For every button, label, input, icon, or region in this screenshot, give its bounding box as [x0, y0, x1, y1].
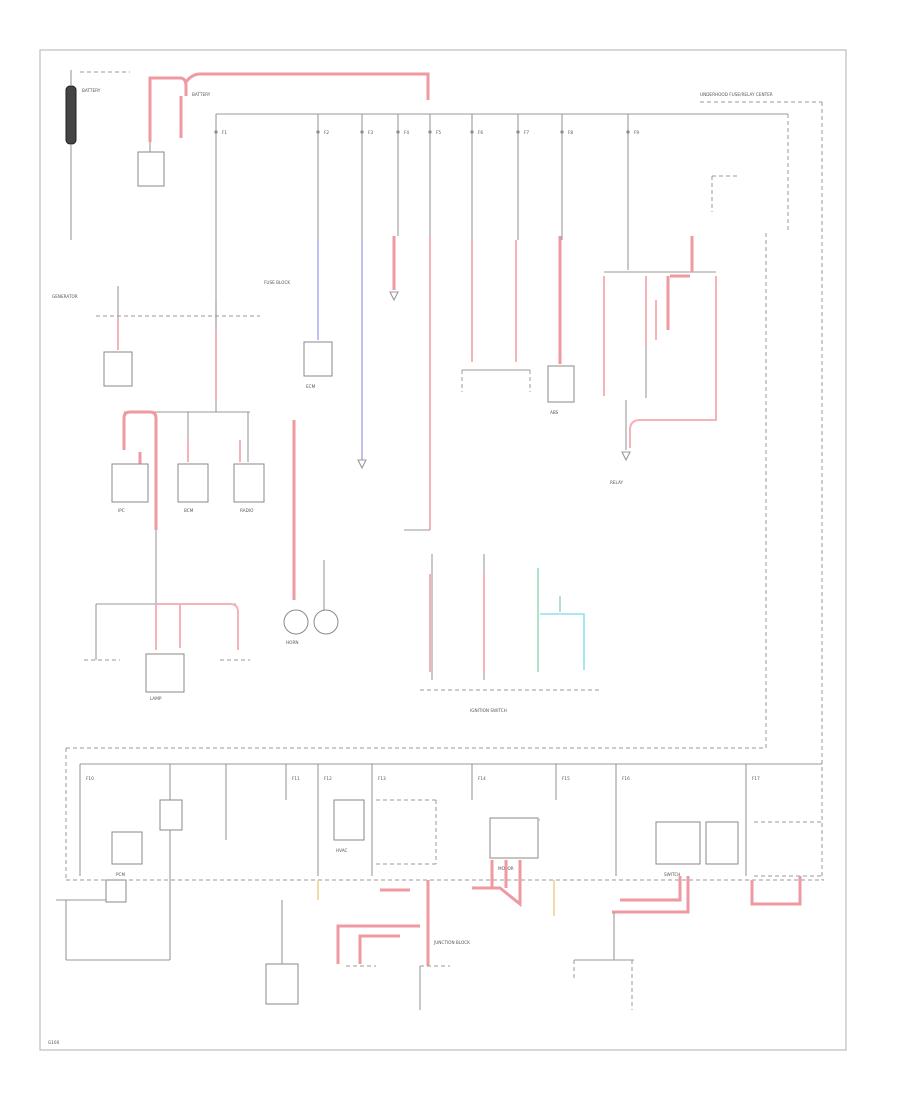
generator-label: GENERATOR: [52, 294, 78, 299]
tag-bcm: BCM: [184, 508, 194, 513]
lower-components: PCM HVAC MOTOR SWITCH: [111, 799, 822, 877]
tag-abs: ABS: [550, 410, 559, 415]
tag-radio: RADIO: [240, 508, 254, 513]
fuse-tag-11: F11: [292, 776, 300, 781]
pcm-module: [111, 831, 143, 865]
tag-ecm: ECM: [306, 384, 316, 389]
lamp-relay: [705, 821, 739, 865]
tag-hvac: HVAC: [336, 848, 348, 853]
tag-pcm: PCM: [116, 872, 125, 877]
ecm-module: [303, 341, 333, 377]
lower-fuses: F10 F11 F12 F13 F14 F15 F16 F17: [79, 764, 760, 960]
generator-section: GENERATOR FUSE BLOCK: [52, 280, 290, 400]
fuse-tag-17: F17: [752, 776, 760, 781]
horn-right: [313, 609, 339, 635]
tag-relay: RELAY: [610, 480, 624, 485]
battery-tag: BATTERY: [192, 92, 211, 97]
body-control-module: [177, 463, 209, 503]
horn-left: [283, 609, 309, 635]
left-lamp-module: [145, 653, 185, 693]
upper-fuses: F1 F2 F3 F4 F5 F6 F7 F8 F9: [214, 114, 639, 412]
underhood-label: UNDERHOOD FUSE/RELAY CENTER: [700, 92, 773, 97]
relay-tree: RELAY: [603, 175, 740, 485]
horn-section: HORN: [283, 420, 339, 645]
fuse-tag-7: F7: [524, 130, 529, 135]
fuse-tag-15: F15: [562, 776, 570, 781]
battery-label: BATTERY: [82, 88, 101, 93]
motor-module: [489, 817, 539, 859]
right-middle: ABS: [461, 236, 575, 415]
tag-horn: HORN: [286, 640, 299, 645]
instrument-cluster: [111, 463, 149, 503]
connector-block: [105, 879, 127, 903]
tag-ipc: IPC: [118, 508, 125, 513]
generator: [103, 351, 133, 387]
switch-module: [655, 821, 701, 865]
corner-label: G100: [48, 1040, 60, 1045]
fuse-tag-2: F2: [324, 130, 329, 135]
fuse-tag-3: F3: [368, 130, 373, 135]
center-column: ECM: [303, 236, 431, 531]
hvac-module: [333, 799, 365, 841]
bottom-distribution: JUNCTION BLOCK: [56, 860, 824, 1010]
fuse-tag-6: F6: [478, 130, 483, 135]
fuse-block-label: FUSE BLOCK: [264, 280, 290, 285]
battery-section: BATTERY BATTERY: [65, 70, 430, 240]
ignition-section: IGNITION SWITCH: [420, 554, 600, 713]
radio-module: [233, 463, 265, 503]
abs-module: [547, 365, 575, 403]
sensor-module: [159, 799, 183, 831]
tag-lamp: LAMP: [150, 696, 162, 701]
fuse-tag-9: F9: [634, 130, 639, 135]
fuse-tag-12: F12: [324, 776, 332, 781]
fuse-tag-1: F1: [222, 130, 227, 135]
fuse-tag-8: F8: [568, 130, 573, 135]
left-fanout: LAMP: [84, 530, 250, 701]
fuse-tag-5: F5: [436, 130, 441, 135]
junction-label: JUNCTION BLOCK: [433, 940, 470, 945]
fuel-module: [265, 963, 299, 1005]
fuse-tag-13: F13: [378, 776, 386, 781]
tag-switch: SWITCH: [664, 872, 680, 877]
diagram-frame: [39, 49, 847, 1051]
left-branch-row: IPC BCM RADIO: [111, 410, 265, 530]
starter-relay: [137, 151, 165, 187]
fuse-tag-10: F10: [86, 776, 94, 781]
fuse-tag-4: F4: [404, 130, 409, 135]
ignition-label: IGNITION SWITCH: [470, 708, 507, 713]
fuse-tag-14: F14: [478, 776, 486, 781]
battery-icon: [65, 85, 77, 145]
fuse-tag-16: F16: [622, 776, 630, 781]
